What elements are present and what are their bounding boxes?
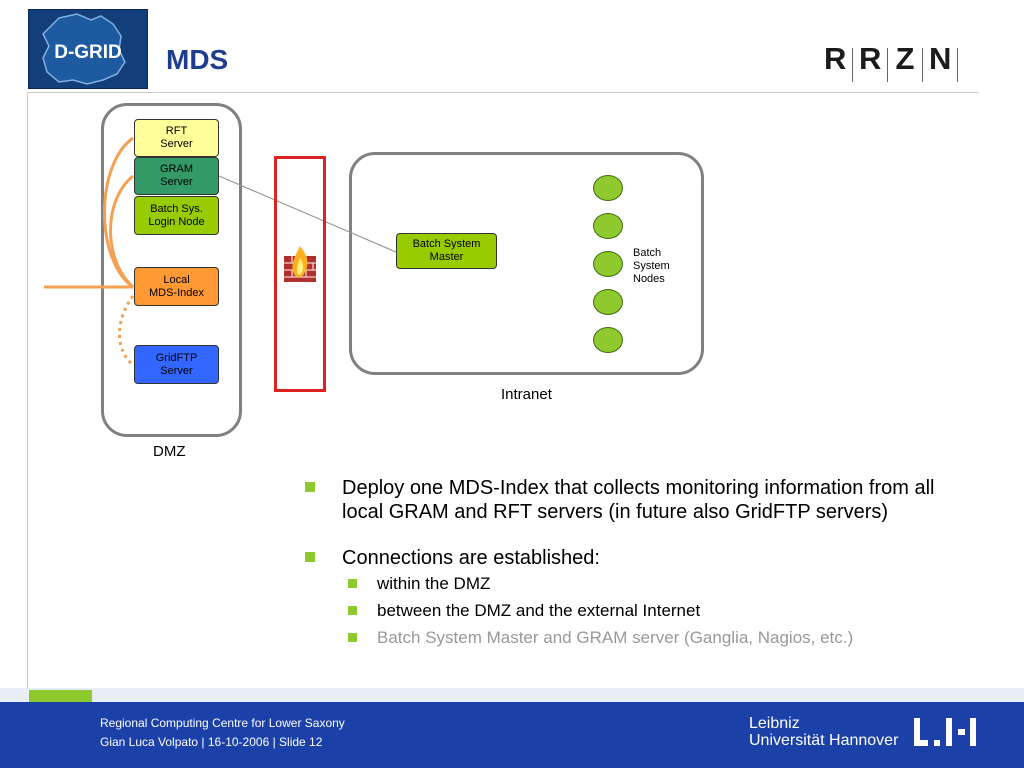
batch-node-circle xyxy=(593,289,623,315)
batch-login-label: Batch Sys. Login Node xyxy=(148,202,205,228)
rft-server-label: RFT Server xyxy=(160,125,193,150)
gram-server-label: GRAM Server xyxy=(160,163,193,188)
dmz-label: DMZ xyxy=(153,443,186,460)
footer-bar xyxy=(0,702,1024,768)
university-line2: Universität Hannover xyxy=(749,732,899,749)
batch-node-circle xyxy=(593,213,623,239)
university-line1: Leibniz xyxy=(749,715,800,732)
local-mds-index-node: Local MDS-Index xyxy=(134,267,219,306)
luh-logo-icon xyxy=(914,718,976,746)
footer-top-strip xyxy=(0,688,1024,702)
dgrid-logo: D-GRID xyxy=(28,9,148,89)
batch-login-node: Batch Sys. Login Node xyxy=(134,196,219,235)
germany-map-icon: D-GRID xyxy=(42,13,126,85)
bullet-text: Connections are established: xyxy=(342,547,600,569)
bullet-square-icon xyxy=(305,552,315,562)
bullet-item: Deploy one MDS-Index that collects monit… xyxy=(305,476,965,524)
sub-bullet-text: within the DMZ xyxy=(377,574,491,593)
sub-bullet-item: within the DMZ xyxy=(305,570,965,597)
bullet-text: Deploy one MDS-Index that collects monit… xyxy=(342,477,935,523)
batch-node-circle xyxy=(593,327,623,353)
footer-organization: Regional Computing Centre for Lower Saxo… xyxy=(100,716,345,730)
firewall-box xyxy=(274,156,326,392)
rrzn-letter: R xyxy=(859,41,882,76)
batch-system-master-node: Batch System Master xyxy=(396,233,497,269)
gram-server-node: GRAM Server xyxy=(134,157,219,195)
batch-system-master-label: Batch System Master xyxy=(412,238,481,263)
sub-bullet-item-muted: Batch System Master and GRAM server (Gan… xyxy=(305,624,965,651)
sub-bullet-text: Batch System Master and GRAM server (Gan… xyxy=(377,628,854,647)
intranet-zone xyxy=(349,152,704,375)
batch-system-nodes-label: Batch System Nodes xyxy=(633,247,670,285)
bullet-square-icon xyxy=(348,606,357,615)
rrzn-letter: N xyxy=(929,41,952,76)
batch-node-circle xyxy=(593,175,623,201)
left-divider xyxy=(27,92,28,688)
university-name: Leibniz Universität Hannover xyxy=(749,715,898,749)
slide-title: MDS xyxy=(166,44,229,75)
bullet-item: Connections are established: xyxy=(305,546,965,570)
batch-node-circle xyxy=(593,251,623,277)
bullet-square-icon xyxy=(348,633,357,642)
rrzn-letter: R xyxy=(824,41,847,76)
connection-lines xyxy=(44,136,397,367)
gridftp-server-label: GridFTP Server xyxy=(155,351,198,377)
firewall-icon xyxy=(284,246,316,282)
gridftp-server-node: GridFTP Server xyxy=(134,345,219,384)
footer-accent-bar xyxy=(29,690,92,703)
gram-master-line xyxy=(218,175,397,253)
mds-gram-line xyxy=(109,174,135,289)
dmz-zone xyxy=(101,103,242,437)
dgrid-logo-text: D-GRID xyxy=(54,42,122,63)
rrzn-letter: Z xyxy=(895,41,915,76)
sub-bullet-text: between the DMZ and the external Interne… xyxy=(377,601,701,620)
sub-bullet-item: between the DMZ and the external Interne… xyxy=(305,597,965,624)
header-divider xyxy=(27,92,979,93)
bullet-square-icon xyxy=(305,482,315,492)
intranet-label: Intranet xyxy=(501,386,552,403)
mds-gridftp-dotted-line xyxy=(118,295,135,367)
footer-presenter-info: Gian Luca Volpato | 16-10-2006 | Slide 1… xyxy=(100,735,323,749)
bullet-square-icon xyxy=(348,579,357,588)
bullet-list: Deploy one MDS-Index that collects monit… xyxy=(305,476,965,651)
rft-server-node: RFT Server xyxy=(134,119,219,157)
local-mds-index-label: Local MDS-Index xyxy=(148,273,205,299)
